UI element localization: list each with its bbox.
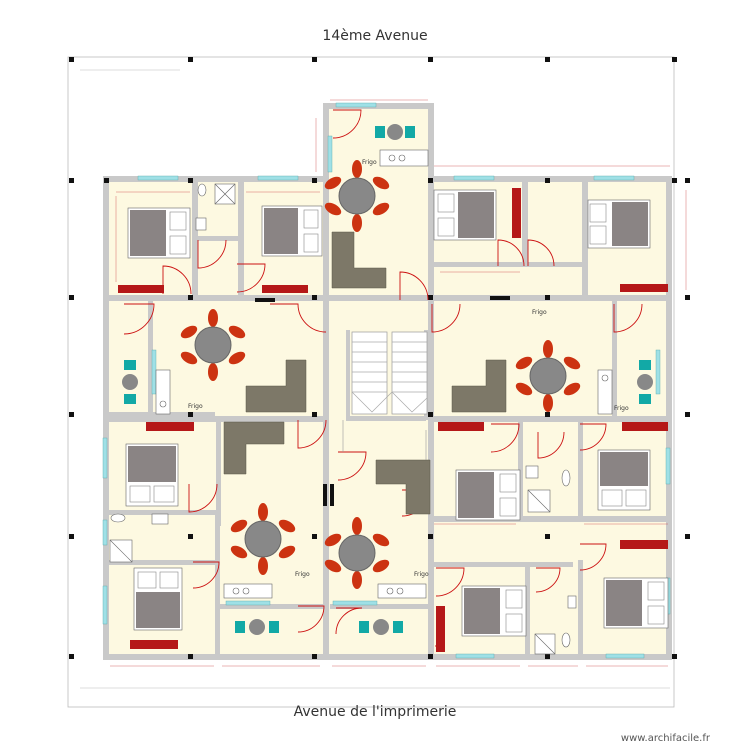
dimension-lines	[80, 69, 687, 689]
fridge-label: Frigo	[532, 309, 547, 316]
street-name-top: 14ème Avenue	[322, 28, 428, 44]
dining-table	[324, 160, 390, 232]
beds	[125, 189, 669, 637]
bed	[597, 449, 651, 511]
dining-table	[515, 340, 581, 412]
sofas	[223, 231, 507, 515]
bed	[125, 443, 179, 507]
dining-tables	[180, 160, 581, 589]
bed	[127, 207, 191, 259]
fridge-labels: Frigo Frigo Frigo Frigo Frigo Frigo	[188, 159, 629, 578]
bed	[461, 585, 527, 637]
watermark: www.archifacile.fr	[620, 733, 710, 744]
dining-table	[230, 503, 296, 575]
bed	[133, 567, 183, 631]
dining-table	[324, 517, 390, 589]
fridge-label: Frigo	[362, 159, 377, 166]
bathroom-fixtures	[109, 183, 577, 655]
bed	[261, 205, 323, 257]
bed	[587, 199, 651, 249]
structural-columns	[69, 57, 690, 659]
fridge-label: Frigo	[414, 571, 429, 578]
fridge-label: Frigo	[614, 405, 629, 412]
staircase	[351, 331, 428, 415]
fridge-label: Frigo	[188, 403, 203, 410]
doors	[123, 109, 643, 647]
dining-table	[180, 309, 246, 381]
street-name-bottom: Avenue de l'imprimerie	[293, 704, 457, 720]
fridge-label: Frigo	[295, 571, 310, 578]
bed	[433, 189, 497, 241]
bed	[455, 469, 521, 521]
wardrobes	[118, 188, 668, 652]
hallway-markers	[342, 420, 427, 460]
small-tables	[122, 124, 653, 635]
kitchen-counters	[155, 149, 613, 599]
bed	[603, 577, 669, 629]
